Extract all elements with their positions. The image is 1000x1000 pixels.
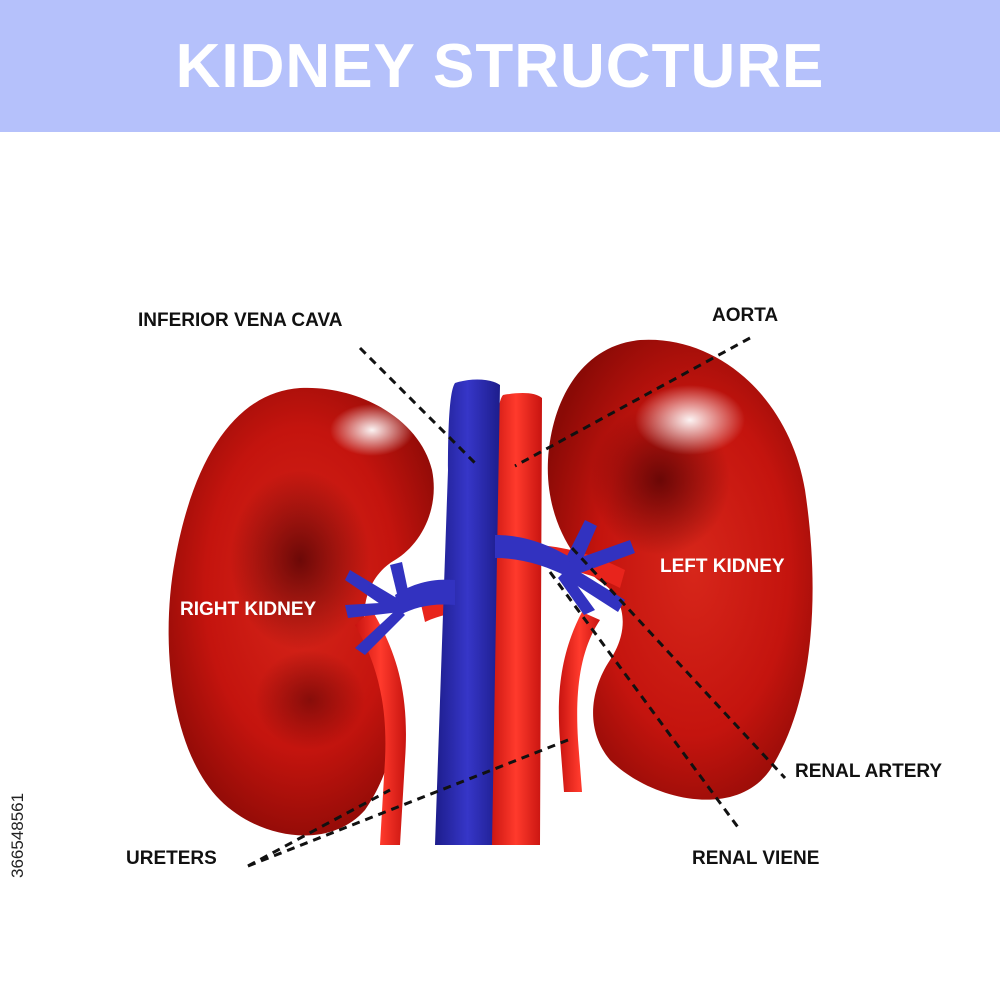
label-renal-artery: RENAL ARTERY [795, 761, 943, 782]
stock-id-watermark: 366548561 [8, 760, 28, 880]
label-inferior-vena-cava: INFERIOR VENA CAVA [138, 310, 343, 331]
inferior-vena-cava-vessel [435, 379, 500, 845]
right-kidney-highlight [330, 404, 414, 456]
label-aorta: AORTA [712, 305, 779, 326]
right-renal-vein [345, 562, 455, 655]
leader-ureters-a [247, 738, 569, 868]
right-kidney-shadow [230, 470, 370, 650]
leader-renal-viene [548, 571, 742, 831]
label-ureters: URETERS [126, 848, 217, 869]
leader-renal-artery [570, 546, 787, 780]
label-right-kidney: RIGHT KIDNEY [180, 599, 317, 620]
left-renal-vein [495, 520, 635, 615]
left-kidney-highlight [635, 385, 745, 455]
page-title: KIDNEY STRUCTURE [175, 31, 825, 101]
aorta-vessel [490, 393, 542, 845]
label-left-kidney: LEFT KIDNEY [660, 556, 785, 577]
stock-id-text: 366548561 [8, 792, 27, 878]
leader-lines [247, 336, 787, 868]
left-ureter [558, 612, 600, 792]
title-banner: KIDNEY STRUCTURE [0, 0, 1000, 132]
leader-aorta [514, 336, 751, 468]
label-renal-viene: RENAL VIENE [692, 848, 820, 869]
right-ureter [355, 610, 406, 845]
left-kidney-shape [547, 339, 813, 800]
right-kidney-shape [168, 387, 434, 836]
